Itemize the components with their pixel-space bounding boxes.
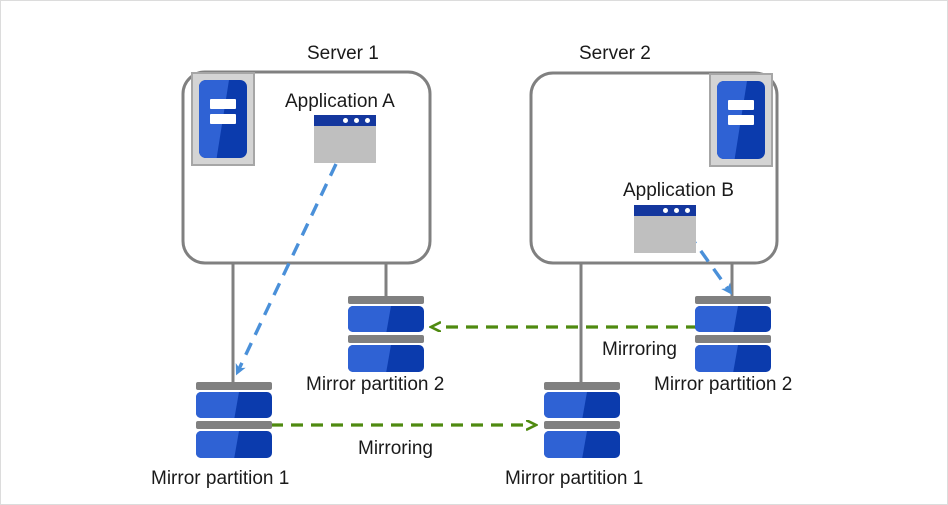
- disk-segment: [544, 392, 620, 418]
- s2-partition-2-label: Mirror partition 2: [654, 374, 793, 395]
- disk-cap: [348, 296, 424, 304]
- tower-slot-bar: [209, 98, 237, 109]
- disk-segment: [196, 431, 272, 458]
- disk-cap: [196, 421, 272, 429]
- disk-cap: [544, 382, 620, 390]
- window-dot: [685, 208, 690, 213]
- app-a-access-arrow: [235, 163, 338, 376]
- disk-segment: [695, 306, 771, 332]
- tower-slot-bar: [209, 114, 237, 125]
- disk-segment: [544, 431, 620, 458]
- disk-gloss: [544, 431, 587, 458]
- application-window-icon: [634, 205, 696, 253]
- tower-body: [199, 80, 247, 158]
- tower-slot-bar: [727, 115, 755, 126]
- server-tower-icon: [709, 73, 773, 167]
- disk-gloss: [544, 392, 587, 418]
- mirroring-lower-label: Mirroring: [358, 438, 433, 459]
- window-dot: [674, 208, 679, 213]
- disk-segment: [695, 345, 771, 372]
- window-dot: [354, 118, 359, 123]
- window-dot: [365, 118, 370, 123]
- disk-cap: [196, 382, 272, 390]
- disk-cap: [348, 335, 424, 343]
- s2-partition-1-label: Mirror partition 1: [505, 468, 644, 489]
- disk-icon-s2-partition-2: [695, 296, 771, 372]
- disk-gloss: [348, 345, 391, 372]
- s1-partition-1-label: Mirror partition 1: [151, 468, 290, 489]
- tower-body: [717, 81, 765, 159]
- server-tower-icon: [191, 72, 255, 166]
- disk-gloss: [196, 431, 239, 458]
- s1-partition-2-label: Mirror partition 2: [306, 374, 445, 395]
- application-a-label: Application A: [285, 91, 395, 112]
- window-dot: [343, 118, 348, 123]
- disk-icon-s2-partition-1: [544, 382, 620, 458]
- disk-icon-s1-partition-1: [196, 382, 272, 458]
- server-1-box: [181, 70, 432, 265]
- disk-gloss: [695, 306, 738, 332]
- application-window-icon: [314, 115, 376, 163]
- disk-cap: [544, 421, 620, 429]
- disk-gloss: [196, 392, 239, 418]
- disk-cap: [695, 296, 771, 304]
- disk-gloss: [695, 345, 738, 372]
- disk-gloss: [348, 306, 391, 332]
- server-2-title: Server 2: [579, 43, 651, 64]
- disk-segment: [196, 392, 272, 418]
- disk-cap: [695, 335, 771, 343]
- server-1-title: Server 1: [307, 43, 379, 64]
- mirroring-upper-label: Mirroring: [602, 339, 677, 360]
- disk-segment: [348, 306, 424, 332]
- disk-segment: [348, 345, 424, 372]
- window-dot: [663, 208, 668, 213]
- tower-slot-bar: [727, 99, 755, 110]
- application-b-label: Application B: [623, 180, 734, 201]
- disk-icon-s1-partition-2: [348, 296, 424, 372]
- server-2-box: [529, 71, 779, 265]
